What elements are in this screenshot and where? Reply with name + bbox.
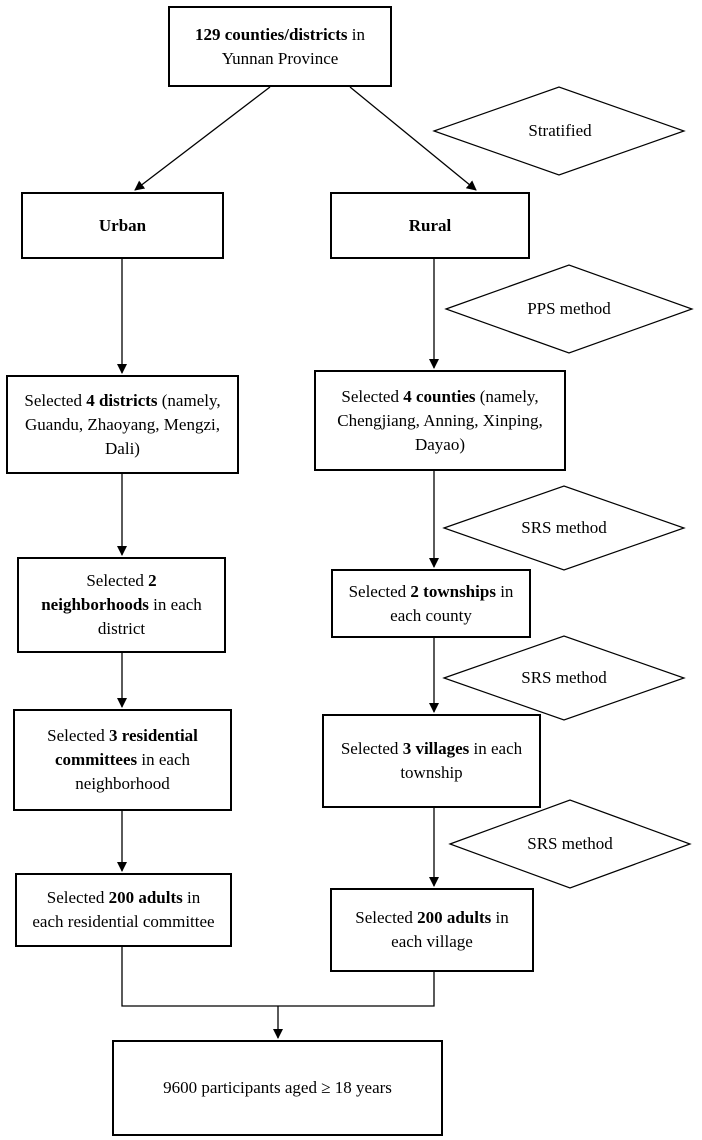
diamond-label-stratified: Stratified	[528, 121, 592, 140]
arrow-top-urban	[134, 86, 271, 191]
box-rural-adults: Selected 200 adults in each village	[330, 888, 534, 972]
diamond-label-pps: PPS method	[527, 299, 611, 318]
diamond-shape-srs-1	[442, 485, 686, 571]
box-urban-districts: Selected 4 districts (namely, Guandu, Zh…	[6, 375, 239, 474]
box-urban-committees: Selected 3 residential committees in eac…	[13, 709, 232, 811]
box-total-participants: 9600 participants aged ≥ 18 years	[112, 1040, 443, 1136]
diamond-label-srs-1: SRS method	[521, 518, 607, 537]
box-rural: Rural	[330, 192, 530, 259]
diamond-label-srs-3: SRS method	[527, 834, 613, 853]
box-rural-villages: Selected 3 villages in each township	[322, 714, 541, 808]
box-rural-counties: Selected 4 counties (namely, Chengjiang,…	[314, 370, 566, 471]
box-rural-townships: Selected 2 townships in each county	[331, 569, 531, 638]
box-urban: Urban	[21, 192, 224, 259]
diamond-label-srs-2: SRS method	[521, 668, 607, 687]
diamond-shape-srs-2	[442, 635, 686, 721]
box-urban-neighborhoods: Selected 2 neighborhoods in each distric…	[17, 557, 226, 653]
arrow-top-rural	[349, 86, 477, 191]
box-urban-adults: Selected 200 adults in each residential …	[15, 873, 232, 947]
diamond-shape-pps	[444, 264, 694, 354]
diamond-shape-stratified	[432, 86, 686, 176]
diamond-shape-srs-3	[448, 799, 692, 889]
box-top: 129 counties/districts in Yunnan Provinc…	[168, 6, 392, 87]
